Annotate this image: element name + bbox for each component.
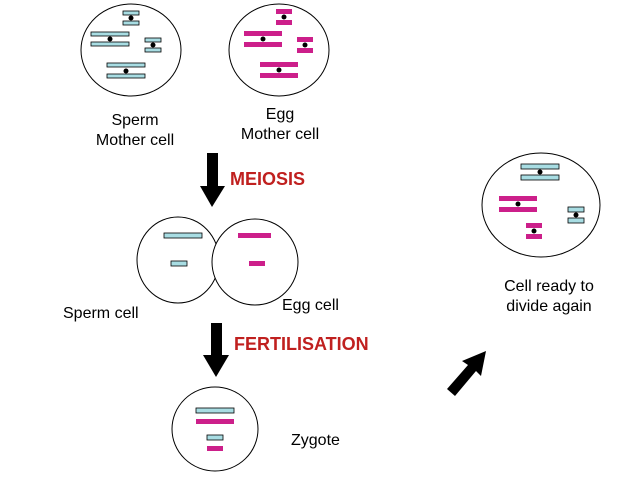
egg-cell <box>211 218 299 306</box>
chromosome <box>122 10 140 16</box>
zygote-cell <box>171 386 259 472</box>
ready-cell-label-line2: divide again <box>506 298 592 315</box>
egg-mother-label-line1: Egg <box>265 106 295 123</box>
chromosome <box>195 407 235 414</box>
chromosome <box>526 234 542 239</box>
fertilisation-label: FERTILISATION <box>234 334 369 354</box>
divide-arrow <box>447 351 486 396</box>
chromosome <box>276 9 292 14</box>
egg-mother-label-line2: Mother cell <box>240 126 320 143</box>
chromosome <box>144 47 162 53</box>
meiosis-arrow <box>200 153 225 207</box>
chromosome <box>163 232 203 239</box>
chromosome <box>196 419 234 424</box>
chromosome <box>567 217 585 224</box>
chromosome <box>567 206 585 213</box>
ready-cell-label: Cell ready to divide again <box>490 277 608 317</box>
egg-cell-label: Egg cell <box>282 297 339 314</box>
chromosome <box>244 42 282 47</box>
chromosome <box>520 174 560 181</box>
egg-mother-label: Egg Mother cell <box>230 105 330 145</box>
chromosome <box>144 37 162 43</box>
chromosome <box>106 73 146 79</box>
chromosome <box>238 233 271 238</box>
chromosome <box>106 62 146 68</box>
ready-cell-label-line1: Cell ready to <box>504 278 594 295</box>
sperm-cell-label: Sperm cell <box>63 305 139 322</box>
zygote-label: Zygote <box>291 432 340 449</box>
chromosome <box>260 62 298 67</box>
sperm-cell <box>136 216 220 304</box>
fertilisation-arrow <box>203 323 229 377</box>
chromosome <box>170 260 188 267</box>
chromosome <box>90 31 130 37</box>
chromosome <box>244 31 282 36</box>
ready-cell <box>481 152 601 258</box>
chromosome <box>90 41 130 47</box>
chromosome <box>526 223 542 228</box>
chromosome <box>249 261 265 266</box>
chromosome <box>276 20 292 25</box>
chromosome <box>206 434 224 441</box>
chromosome <box>499 196 537 201</box>
chromosome <box>122 20 140 26</box>
sperm-mother-label-line1: Sperm <box>111 112 159 129</box>
sperm-mother-label: Sperm Mother cell <box>85 111 185 151</box>
meiosis-label: MEIOSIS <box>230 169 306 189</box>
chromosome <box>207 446 223 451</box>
chromosome <box>520 163 560 170</box>
sperm-mother-cell <box>80 3 182 97</box>
chromosome <box>297 37 313 42</box>
egg-mother-cell <box>228 3 330 97</box>
chromosome <box>499 207 537 212</box>
chromosome <box>260 73 298 78</box>
chromosome <box>297 48 313 53</box>
sperm-mother-label-line2: Mother cell <box>95 132 175 149</box>
